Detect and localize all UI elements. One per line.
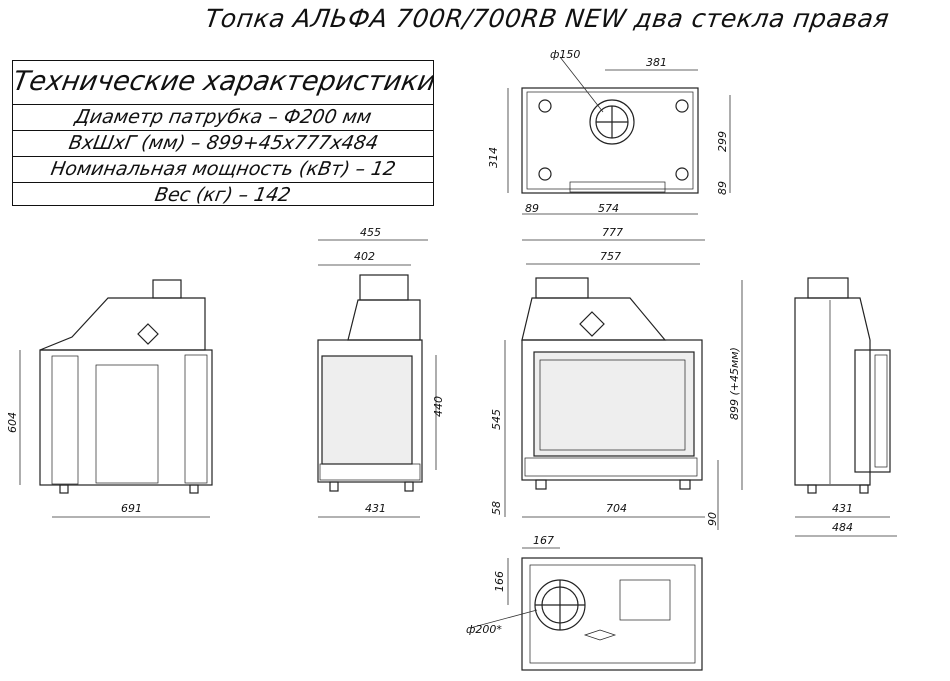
svg-text:402: 402 xyxy=(354,250,375,263)
svg-text:455: 455 xyxy=(360,226,381,239)
svg-text:574: 574 xyxy=(598,202,619,215)
svg-text:ф150: ф150 xyxy=(550,48,580,61)
svg-text:691: 691 xyxy=(121,502,142,515)
spec-table: Технические характеристики Диаметр патру… xyxy=(12,60,434,206)
bottom-view: 167 166 ф200* xyxy=(466,534,703,671)
svg-text:89: 89 xyxy=(716,181,729,195)
svg-text:314: 314 xyxy=(487,147,500,168)
spec-row-weight: Вес (кг) – 142 xyxy=(13,182,433,208)
svg-text:58: 58 xyxy=(490,501,503,515)
spec-row-dimensions: ВхШхГ (мм) – 899+45х777х484 xyxy=(13,130,433,156)
spec-row-power: Номинальная мощность (кВт) – 12 xyxy=(13,156,433,182)
front-view-main: 777 757 545 58 704 899 (+45мм) 90 xyxy=(490,226,743,530)
svg-text:757: 757 xyxy=(600,250,621,263)
top-view: ф150 381 314 299 89 89 574 xyxy=(487,48,731,215)
svg-text:381: 381 xyxy=(646,56,667,69)
svg-text:89: 89 xyxy=(525,202,539,215)
svg-text:ф200*: ф200* xyxy=(466,623,502,636)
svg-text:899 (+45мм): 899 (+45мм) xyxy=(728,347,741,420)
svg-text:167: 167 xyxy=(533,534,554,547)
svg-text:604: 604 xyxy=(6,412,19,433)
spec-row-diameter: Диаметр патрубка – Ф200 мм xyxy=(13,104,433,130)
side-view-left: 604 691 xyxy=(6,279,213,518)
svg-text:545: 545 xyxy=(490,409,503,430)
side-view-right: 431 484 xyxy=(794,277,897,537)
svg-text:90: 90 xyxy=(706,512,719,526)
svg-text:431: 431 xyxy=(365,502,386,515)
svg-text:166: 166 xyxy=(493,571,506,592)
svg-text:704: 704 xyxy=(606,502,627,515)
svg-text:431: 431 xyxy=(832,502,853,515)
svg-text:484: 484 xyxy=(832,521,853,534)
front-view-small: 455 402 440 431 xyxy=(317,226,445,518)
svg-text:299: 299 xyxy=(716,131,729,152)
svg-text:440: 440 xyxy=(432,396,445,417)
svg-text:777: 777 xyxy=(602,226,623,239)
